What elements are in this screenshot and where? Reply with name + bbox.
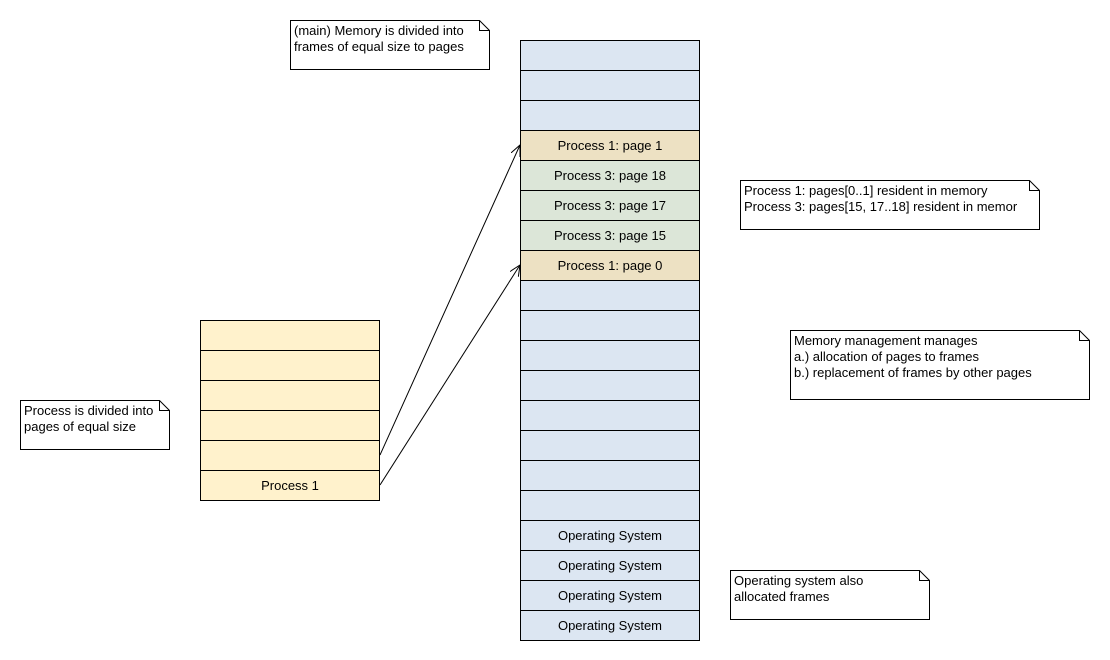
memory-frame <box>520 460 700 491</box>
process-page <box>200 380 380 411</box>
page-to-frame-arrow <box>379 145 520 456</box>
memory-frame: Process 3: page 18 <box>520 160 700 191</box>
memory-frame-label: Process 3: page 15 <box>553 228 667 243</box>
note-resident-line-2: Process 3: pages[15, 17..18] resident in… <box>744 199 1018 214</box>
note-resident-pages: Process 1: pages[0..1] resident in memor… <box>740 180 1040 230</box>
note-memory-management-line-1: Memory management manages <box>794 333 978 348</box>
memory-frame <box>520 280 700 311</box>
note-process-divided-line-1: Process is divided into <box>24 403 154 418</box>
process-page-label: Process 1 <box>261 478 319 493</box>
memory-frame-label: Operating System <box>557 588 663 603</box>
note-os-frames: Operating system also allocated frames <box>730 570 930 620</box>
note-process-divided-line-2: pages of equal size <box>24 419 137 434</box>
process-page <box>200 320 380 351</box>
memory-frame: Process 3: page 15 <box>520 220 700 251</box>
note-memory-management: Memory management manages a.) allocation… <box>790 330 1090 400</box>
memory-frame <box>520 490 700 521</box>
note-os-frames-line-2: allocated frames <box>734 589 830 604</box>
memory-frame-label: Operating System <box>557 528 663 543</box>
note-main-memory-line-2: frames of equal size to pages <box>294 39 464 54</box>
process-page <box>200 410 380 441</box>
memory-frame-label: Process 3: page 17 <box>553 198 667 213</box>
process-page: Process 1 <box>200 470 380 501</box>
note-memory-management-line-3: b.) replacement of frames by other pages <box>794 365 1032 380</box>
note-memory-management-line-2: a.) allocation of pages to frames <box>794 349 979 364</box>
memory-frame <box>520 40 700 71</box>
note-os-frames-line-1: Operating system also <box>734 573 864 588</box>
memory-frame-label: Operating System <box>557 618 663 633</box>
process-page <box>200 350 380 381</box>
page-to-frame-arrow <box>379 265 520 486</box>
memory-frame <box>520 430 700 461</box>
arrows <box>379 145 520 486</box>
memory-frame <box>520 340 700 371</box>
memory-frame: Process 1: page 1 <box>520 130 700 161</box>
memory-frame <box>520 310 700 341</box>
memory-frame: Process 1: page 0 <box>520 250 700 281</box>
process-page <box>200 440 380 471</box>
memory-frame <box>520 70 700 101</box>
memory-frame: Operating System <box>520 580 700 611</box>
note-resident-line-1: Process 1: pages[0..1] resident in memor… <box>744 183 988 198</box>
memory-frame: Operating System <box>520 550 700 581</box>
memory-frame-label: Process 1: page 0 <box>557 258 663 273</box>
memory-frame: Process 3: page 17 <box>520 190 700 221</box>
memory-frame-label: Operating System <box>557 558 663 573</box>
memory-frame: Operating System <box>520 520 700 551</box>
memory-frame <box>520 100 700 131</box>
note-main-memory-line-1: (main) Memory is divided into <box>294 23 464 38</box>
memory-frame <box>520 370 700 401</box>
note-main-memory: (main) Memory is divided into frames of … <box>290 20 490 70</box>
memory-frame-label: Process 3: page 18 <box>553 168 667 183</box>
memory-frame-label: Process 1: page 1 <box>557 138 663 153</box>
memory-frame: Operating System <box>520 610 700 641</box>
memory-frame <box>520 400 700 431</box>
note-process-divided: Process is divided into pages of equal s… <box>20 400 170 450</box>
